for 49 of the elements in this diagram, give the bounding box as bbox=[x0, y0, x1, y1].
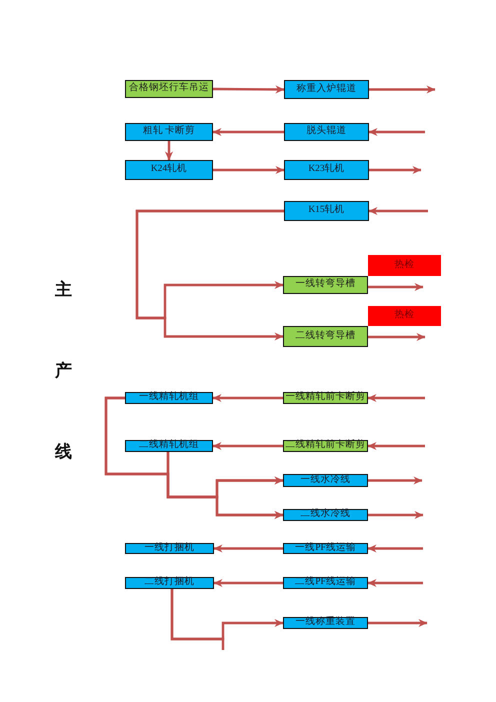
arrow bbox=[213, 166, 284, 174]
process-box: K23轧机 bbox=[284, 160, 369, 180]
arrow bbox=[368, 282, 424, 292]
process-box: 二线PF线运输 bbox=[283, 577, 368, 589]
process-box: 一线精轧前卡断剪 bbox=[283, 392, 368, 404]
title-character: 产 bbox=[55, 363, 72, 380]
process-box: 脱头辊道 bbox=[284, 123, 369, 141]
arrow bbox=[368, 618, 428, 628]
arrow bbox=[214, 578, 283, 588]
process-box: 一线打捆机 bbox=[125, 543, 214, 554]
arrow bbox=[368, 510, 424, 520]
edge-label: 热检 bbox=[368, 255, 441, 276]
title-character: 线 bbox=[55, 444, 72, 461]
process-box: 一线转弯导槽 bbox=[283, 276, 368, 294]
arrow bbox=[368, 544, 423, 553]
process-box: 二线精轧机组 bbox=[125, 440, 213, 452]
process-box: 一线称重装置 bbox=[283, 617, 368, 629]
arrow bbox=[368, 206, 428, 216]
process-box: 称重入炉辊道 bbox=[284, 80, 369, 99]
arrow bbox=[164, 141, 174, 160]
arrow bbox=[368, 442, 425, 450]
arrow bbox=[368, 332, 426, 342]
process-box: 二线精轧前卡断剪 bbox=[283, 440, 368, 452]
arrow bbox=[213, 85, 284, 94]
arrow bbox=[214, 544, 283, 553]
arrow bbox=[369, 85, 436, 94]
process-box: 二线转弯导槽 bbox=[283, 326, 368, 347]
arrow bbox=[212, 128, 284, 136]
arrow bbox=[368, 476, 422, 485]
process-box: 一线PF线运输 bbox=[283, 543, 368, 554]
process-box: 二线水冷线 bbox=[283, 509, 368, 521]
process-box: 合格钢坯行车吊运 bbox=[125, 80, 213, 98]
arrow bbox=[368, 578, 423, 588]
process-box: K24轧机 bbox=[125, 160, 213, 180]
arrow bbox=[212, 394, 283, 402]
process-box: 一线精轧机组 bbox=[125, 392, 213, 404]
process-box: 一线水冷线 bbox=[283, 474, 368, 487]
process-box: 二线打捆机 bbox=[125, 577, 214, 589]
arrow bbox=[212, 442, 283, 450]
process-box: K15轧机 bbox=[284, 201, 369, 221]
edge-label: 热检 bbox=[368, 306, 441, 326]
arrow bbox=[136, 210, 284, 341]
arrow bbox=[368, 128, 425, 136]
process-box: 粗轧 卡断剪 bbox=[125, 123, 213, 141]
arrow bbox=[369, 166, 422, 174]
arrow bbox=[368, 394, 425, 402]
title-character: 主 bbox=[55, 282, 72, 299]
connector-line bbox=[170, 589, 224, 650]
arrow bbox=[166, 452, 284, 520]
